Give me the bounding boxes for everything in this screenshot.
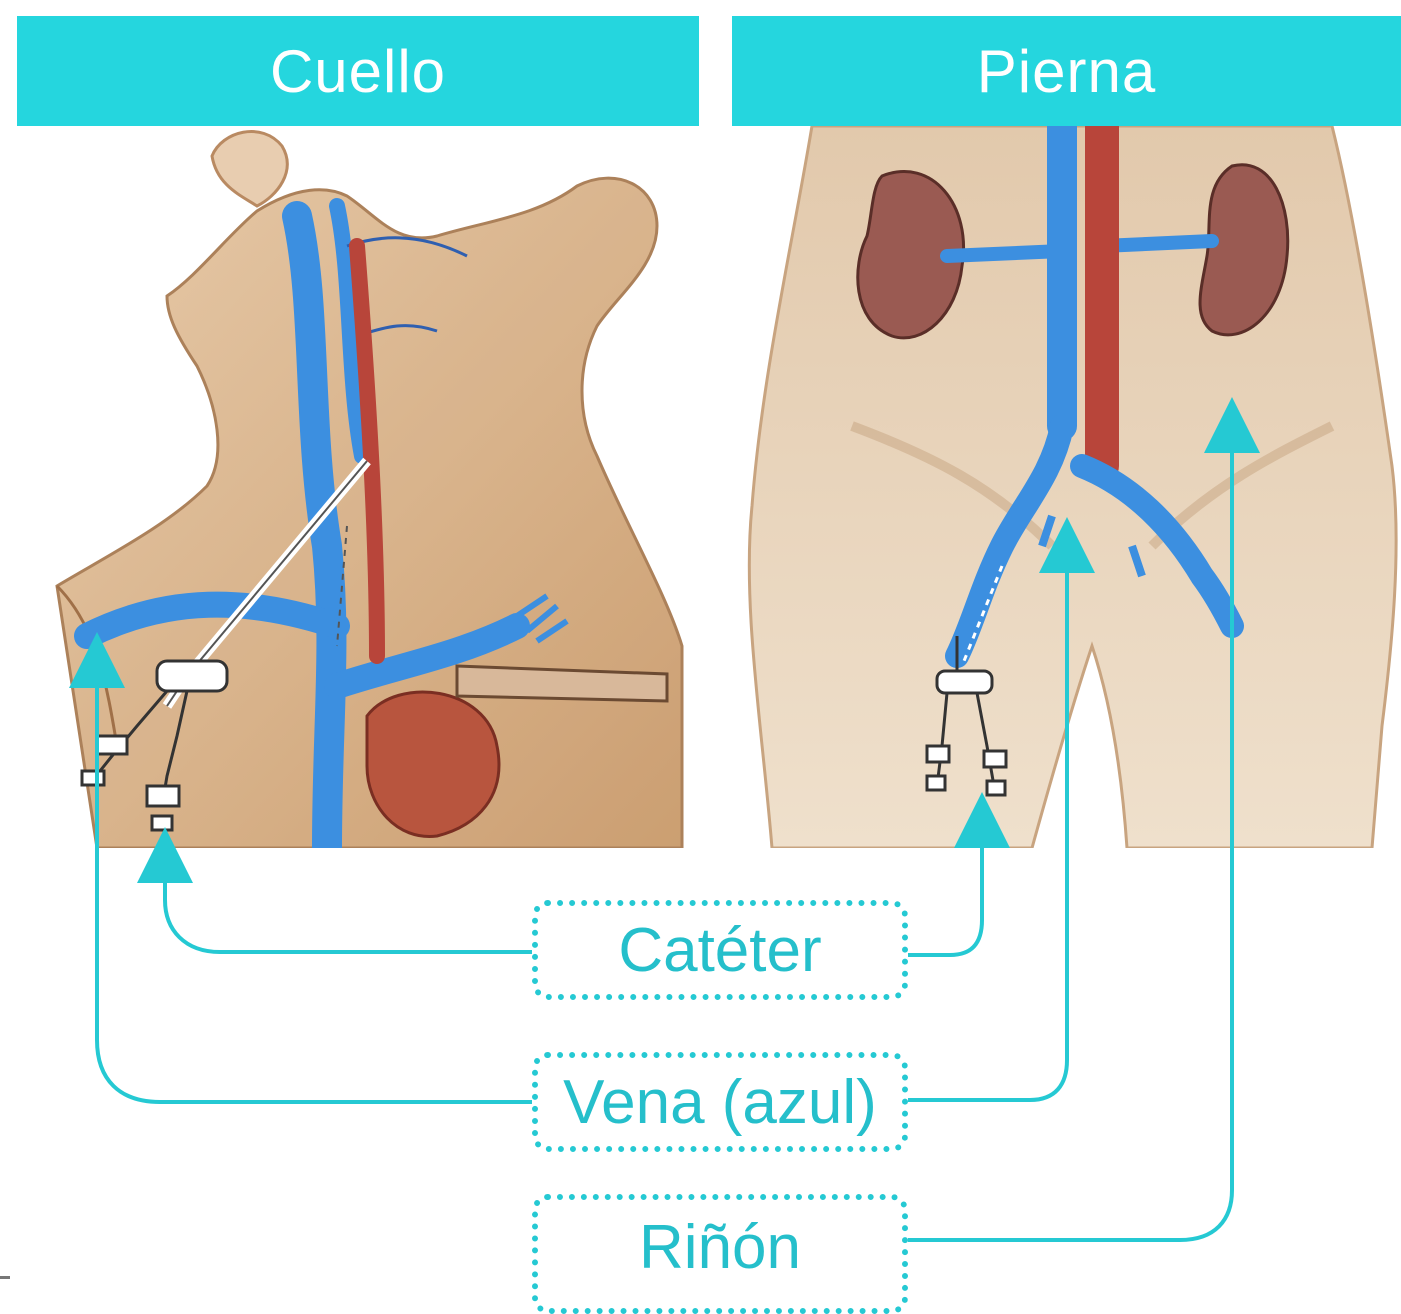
neck-catheter-illustration-icon bbox=[17, 126, 699, 848]
header-pierna-label: Pierna bbox=[977, 37, 1156, 106]
callout-rinon: Riñón bbox=[532, 1194, 908, 1314]
neck-illustration bbox=[17, 126, 699, 848]
leg-catheter-kidney-illustration-icon bbox=[732, 126, 1401, 848]
header-pierna: Pierna bbox=[732, 16, 1401, 126]
callout-vena: Vena (azul) bbox=[532, 1052, 908, 1152]
corner-mark bbox=[0, 1276, 10, 1279]
header-cuello: Cuello bbox=[17, 16, 699, 126]
callout-cateter-label: Catéter bbox=[618, 915, 821, 986]
callout-cateter: Catéter bbox=[532, 900, 908, 1000]
header-cuello-label: Cuello bbox=[270, 37, 446, 106]
callout-rinon-label: Riñón bbox=[639, 1212, 801, 1283]
arrow-cateter-left bbox=[165, 855, 532, 952]
leg-illustration bbox=[732, 126, 1401, 848]
callout-vena-label: Vena (azul) bbox=[563, 1067, 877, 1138]
